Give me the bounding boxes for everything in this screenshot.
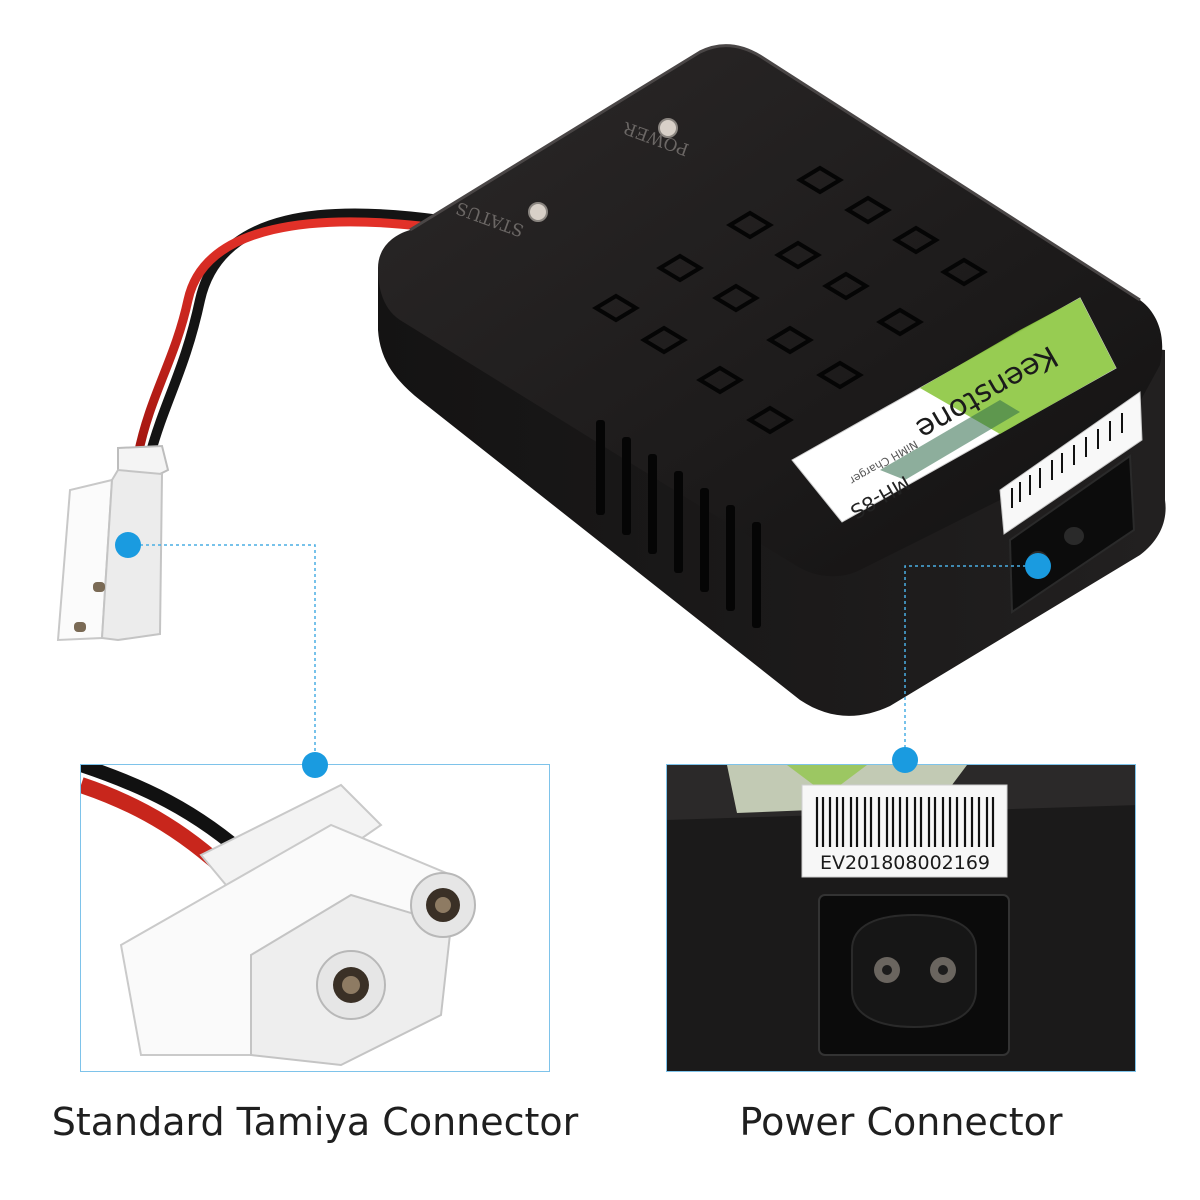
tamiya-leader-line xyxy=(128,544,316,760)
power-closeup-illustration: EV201808002169 xyxy=(667,765,1135,1071)
top-vent-pattern xyxy=(592,165,988,435)
black-wire xyxy=(145,208,441,457)
power-closeup-panel: EV201808002169 xyxy=(666,764,1136,1072)
tamiya-plug xyxy=(56,444,170,642)
power-callout-dot xyxy=(1025,553,1051,579)
vent-slots xyxy=(596,420,761,628)
charger-illustration: STATUS POWER Keenstone MH-8S NiMH Charge… xyxy=(56,44,1166,760)
serial-sticker xyxy=(999,391,1143,535)
power-connector-caption: Power Connector xyxy=(739,1100,1063,1144)
tamiya-closeup-panel xyxy=(80,764,550,1072)
red-wire xyxy=(133,217,421,456)
status-led xyxy=(528,202,548,222)
barcode xyxy=(815,797,995,847)
tamiya-callout-dot xyxy=(115,532,141,558)
power-inset-dot xyxy=(892,747,918,773)
power-led xyxy=(658,118,678,138)
tamiya-connector-caption: Standard Tamiya Connector xyxy=(51,1100,579,1144)
power-leader-line xyxy=(904,565,1038,760)
tamiya-closeup-illustration xyxy=(81,765,476,1067)
serial-number: EV201808002169 xyxy=(820,852,990,874)
tamiya-inset-dot xyxy=(302,752,328,778)
